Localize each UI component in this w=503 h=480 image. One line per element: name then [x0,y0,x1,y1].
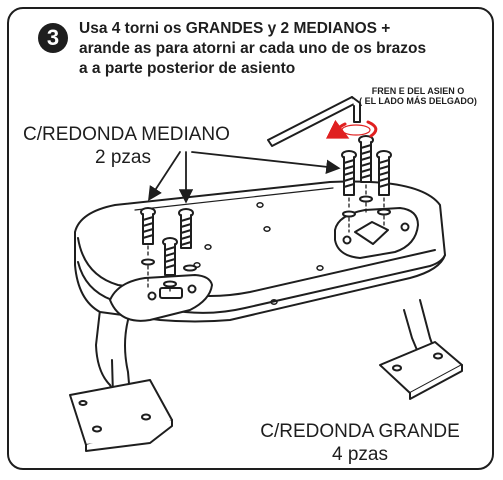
large-screw-qty: 4 pzas [332,444,388,465]
seat-holes [193,202,324,305]
seat-front-label: FREN E DEL ASIEN O ( EL LADO MÁS DELGADO… [333,86,503,106]
large-screw [341,150,357,233]
instruction-frame [7,7,494,470]
medium-screw [140,207,156,291]
seat-front-label-line-2: ( EL LADO MÁS DELGADO) [359,96,477,106]
hex-key-tool [267,96,361,147]
large-screw-callout: C/REDONDA GRANDE 4 pzas [250,420,470,466]
medium-screw-title: C/REDONDA MEDIANO [23,124,230,145]
medium-screw [178,208,194,249]
right-leg [379,299,463,400]
large-screws [341,135,392,233]
instruction-line-1: Usa 4 torni os GRANDES y 2 MEDIANOS + [79,20,391,37]
rotation-arrow-icon [325,119,378,139]
large-screw [376,150,392,227]
medium-screw-qty: 2 pzas [95,147,151,168]
medium-screw [162,237,178,295]
rotation-arrow-ring [341,124,371,136]
instruction-text: Usa 4 torni os GRANDES y 2 MEDIANOS + ar… [79,19,479,79]
large-screw [358,135,374,215]
step-number-badge: 3 [38,23,68,53]
large-screw-title: C/REDONDA GRANDE [260,421,460,442]
callout-arrows [148,151,341,204]
left-leg [69,309,173,452]
instruction-line-3: a a parte posterior de asiento [79,60,296,77]
instruction-line-2: arande as para atorni ar cada uno de os … [79,40,427,57]
seat-front-label-line-1: FREN E DEL ASIEN O [371,86,465,96]
medium-screw-callout: C/REDONDA MEDIANO 2 pzas [23,123,230,169]
left-arm-bracket [109,274,213,322]
medium-screws [140,207,197,295]
